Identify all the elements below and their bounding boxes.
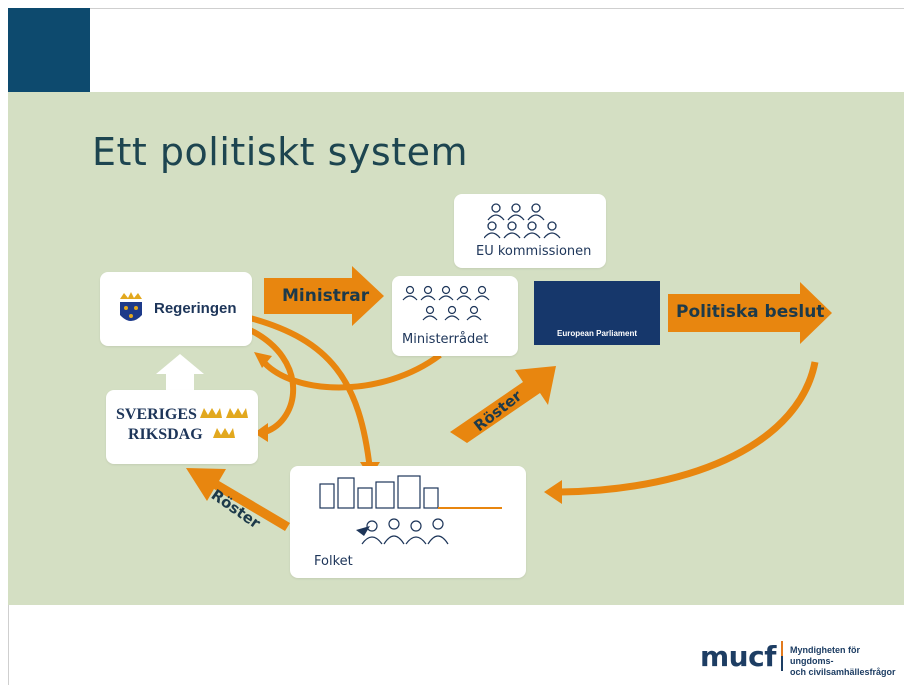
connector-regering-riksdag bbox=[248, 327, 297, 435]
city-people-icon bbox=[319, 475, 502, 545]
politiska-beslut-label: Politiska beslut bbox=[676, 302, 825, 322]
folket-card: Folket bbox=[290, 466, 526, 578]
corner-block bbox=[8, 8, 90, 92]
eu-kommissionen-label: EU kommissionen bbox=[476, 244, 592, 259]
agency-tagline-line2: och civilsamhällesfrågor bbox=[790, 667, 896, 677]
ministrar-arrow bbox=[264, 266, 384, 326]
connector-ministerradet-regering bbox=[259, 352, 442, 391]
regeringen-card: Regeringen bbox=[100, 272, 252, 346]
ministerradet-label: Ministerrådet bbox=[402, 332, 489, 347]
crowns-icon bbox=[200, 408, 248, 438]
logo-divider bbox=[781, 641, 783, 671]
up-arrow bbox=[156, 354, 204, 390]
ministrar-label: Ministrar bbox=[282, 286, 370, 306]
people-group-icon bbox=[484, 203, 561, 239]
european-parliament-label: European Parliament bbox=[556, 329, 638, 338]
agency-tagline-line1: Myndigheten för ungdoms- bbox=[790, 645, 860, 666]
eu-kommissionen-card: EU kommissionen bbox=[454, 194, 606, 268]
roster-arrow-left bbox=[186, 468, 290, 531]
connector-beslut-folket bbox=[559, 361, 819, 496]
roster-arrow-right bbox=[450, 366, 556, 443]
connector-regering-folket bbox=[249, 315, 373, 471]
politiska-beslut-arrow bbox=[668, 282, 832, 344]
regeringen-label: Regeringen bbox=[154, 300, 237, 317]
slide-title: Ett politiskt system bbox=[92, 130, 468, 174]
folket-label: Folket bbox=[314, 554, 353, 569]
european-parliament-logo: European Parliament bbox=[534, 281, 660, 345]
ministerradet-card: Ministerrådet bbox=[392, 276, 518, 356]
riksdag-card: SVERIGES RIKSDAG bbox=[106, 390, 258, 464]
council-people-icon bbox=[402, 285, 490, 321]
agency-tagline: Myndigheten för ungdoms- och civilsamhäl… bbox=[790, 645, 904, 678]
mucf-logo: mucf bbox=[700, 640, 776, 673]
coat-of-arms-icon bbox=[120, 292, 142, 321]
riksdag-label-line2: RIKSDAG bbox=[128, 426, 203, 443]
riksdag-label-line1: SVERIGES bbox=[116, 406, 197, 423]
